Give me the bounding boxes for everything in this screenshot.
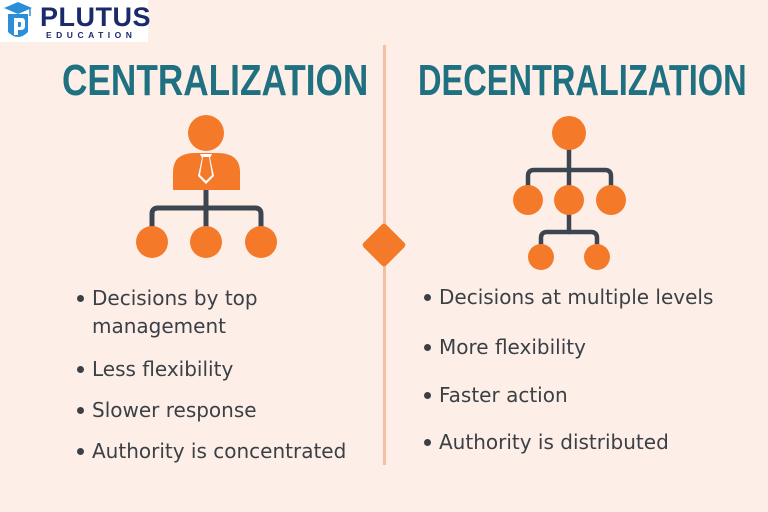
right-bullet-1: Decisions at multiple levels: [423, 285, 714, 309]
logo-subtitle: EDUCATION: [46, 30, 137, 40]
right-bullet-3: Faster action: [424, 383, 568, 407]
diamond-icon: [361, 222, 407, 268]
right-bullet-2: More flexibility: [424, 335, 586, 359]
graduation-shield-icon: [4, 2, 32, 37]
centralized-hierarchy-icon: [149, 185, 264, 231]
right-bullet-4: Authority is distributed: [424, 430, 669, 454]
left-bullet-3: Slower response: [77, 398, 257, 422]
centralization-title: CENTRALIZATION: [62, 56, 369, 105]
tie-icon: [198, 154, 214, 184]
manager-head: [188, 115, 224, 151]
plutus-education-logo: PLUTUS EDUCATION: [0, 0, 151, 42]
decentralized-hierarchy-icon: [525, 145, 614, 253]
decentralization-title: DECENTRALIZATION: [418, 56, 747, 105]
left-bullet-4: Authority is concentrated: [76, 439, 347, 463]
logo-name: PLUTUS: [40, 2, 151, 32]
left-bullet-2: Less flexibility: [76, 357, 234, 381]
manager-body: [173, 153, 240, 190]
left-bullet-1: Decisions by top management: [77, 284, 292, 340]
